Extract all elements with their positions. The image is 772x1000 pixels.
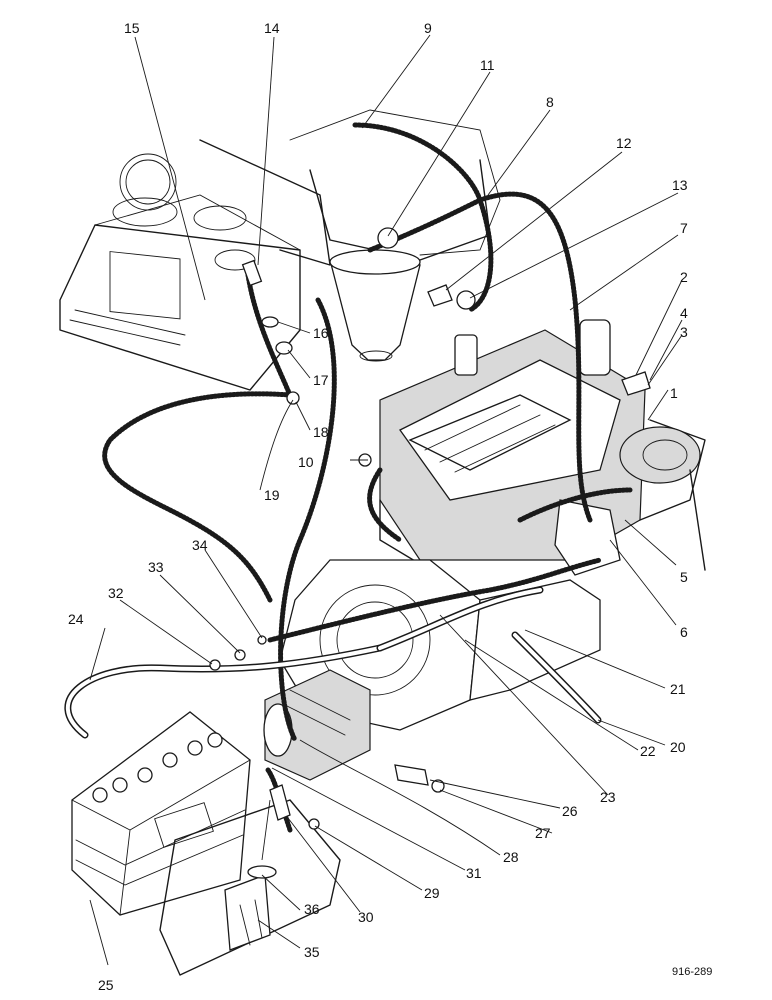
callout-15: 15 <box>124 20 140 36</box>
battery <box>71 711 251 916</box>
callout-23: 23 <box>600 789 616 805</box>
battery-cables <box>64 586 602 739</box>
callout-21: 21 <box>670 681 686 697</box>
callout-26: 26 <box>562 803 578 819</box>
callout-3: 3 <box>680 324 688 340</box>
instrument-panel <box>59 153 301 391</box>
leader-lines <box>89 34 683 966</box>
callout-36: 36 <box>304 901 320 917</box>
callout-28: 28 <box>503 849 519 865</box>
callout-33: 33 <box>148 559 164 575</box>
callout-27: 27 <box>535 825 551 841</box>
callout-16: 16 <box>313 325 329 341</box>
callout-20: 20 <box>670 739 686 755</box>
callout-4: 4 <box>680 305 688 321</box>
callout-11: 11 <box>480 57 495 73</box>
callout-31: 31 <box>466 865 482 881</box>
callout-10: 10 <box>298 454 314 470</box>
callout-1: 1 <box>670 385 678 401</box>
callout-2: 2 <box>680 269 688 285</box>
callout-7: 7 <box>680 220 688 236</box>
callout-24: 24 <box>68 611 84 627</box>
callout-19: 19 <box>264 487 280 503</box>
callout-17: 17 <box>313 372 329 388</box>
callout-12: 12 <box>616 135 632 151</box>
callout-labels: 1 2 3 4 5 6 7 8 9 10 11 12 13 14 15 16 1… <box>68 20 712 993</box>
air-cleaner <box>329 249 421 362</box>
figure-reference-code: 916-289 <box>672 966 712 978</box>
callout-34: 34 <box>192 537 208 553</box>
callout-25: 25 <box>98 977 114 993</box>
callout-9: 9 <box>424 20 432 36</box>
callout-8: 8 <box>546 94 554 110</box>
callout-6: 6 <box>680 624 688 640</box>
callout-32: 32 <box>108 585 124 601</box>
detail-inset <box>159 799 341 976</box>
callout-22: 22 <box>640 743 656 759</box>
bulkhead-frame <box>199 109 501 266</box>
callout-29: 29 <box>424 885 440 901</box>
callout-30: 30 <box>358 909 374 925</box>
engine <box>379 319 706 576</box>
wiring-harness <box>102 122 633 833</box>
callout-35: 35 <box>304 944 320 960</box>
callout-18: 18 <box>313 424 329 440</box>
callout-14: 14 <box>264 20 280 36</box>
callout-5: 5 <box>680 569 688 585</box>
callout-13: 13 <box>672 177 688 193</box>
